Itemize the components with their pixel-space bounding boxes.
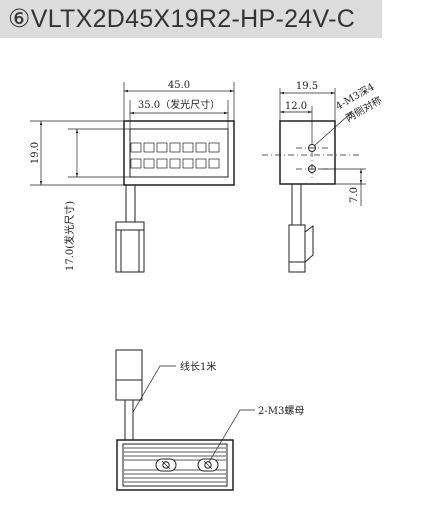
title-bar: ⑥VLTX2D45X19R2-HP-24V-C: [0, 0, 382, 38]
item-number: ⑥: [8, 5, 31, 33]
side-body-outline: [279, 120, 336, 185]
led-array: [130, 142, 220, 169]
front-connector: [115, 221, 145, 273]
dim-width: 45.0: [168, 80, 190, 91]
bottom-body-outline: [116, 439, 234, 491]
dim-hole-offset: 12.0: [285, 101, 307, 112]
nut-slot-right: [197, 458, 219, 472]
dim-depth: 19.5: [296, 81, 318, 92]
front-view: 45.0 35.0（发光尺寸） 19.0 17.0(发光尺寸): [30, 80, 235, 273]
nut-note: 2-M3螺母: [258, 405, 304, 417]
front-body-outline: [123, 120, 235, 186]
bottom-connector: [115, 349, 143, 381]
model-title: ⑥VLTX2D45X19R2-HP-24V-C: [8, 4, 355, 34]
cable-length-note: 线长1米: [180, 360, 216, 373]
dim-hole-height: 7.0: [349, 187, 360, 203]
emitting-area: [129, 128, 229, 178]
nut-slot-left: [155, 458, 177, 472]
dim-emitting-height: 17.0(发光尺寸): [63, 201, 76, 271]
dim-emitting-width: 35.0（发光尺寸）: [138, 98, 220, 111]
model-number: VLTX2D45X19R2-HP-24V-C: [30, 5, 356, 33]
side-view: 19.5 12.0 7.0 4-M3深4 两侧对称: [262, 81, 384, 273]
bottom-view: 线长1米 2-M3螺母: [115, 349, 304, 491]
dim-height: 19.0: [30, 142, 41, 164]
side-connector: [288, 224, 314, 273]
